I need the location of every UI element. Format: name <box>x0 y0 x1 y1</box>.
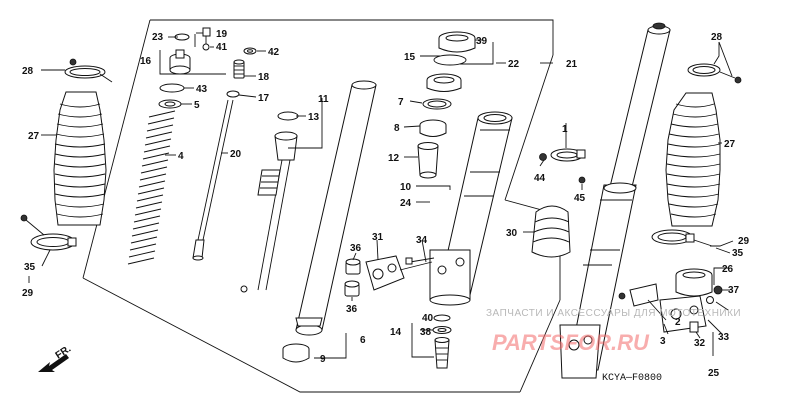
fork-inner-tube <box>295 80 377 336</box>
front-marker-label: FR. <box>54 343 74 361</box>
callout-5: 5 <box>194 100 200 111</box>
protector-small-2 <box>618 283 659 307</box>
center-bolt-14 <box>434 337 450 369</box>
spring-collar <box>158 99 182 109</box>
callout-39: 39 <box>476 36 488 47</box>
watermark-line1: ЗАПЧАСТИ И АКСЕССУАРЫ ДЛЯ МОТОТЕХНИКИ <box>486 308 741 319</box>
callout-21: 21 <box>566 59 578 70</box>
callout-9: 9 <box>320 354 326 365</box>
boot-band-bottom-left <box>20 214 77 251</box>
callout-36-bottom: 36 <box>346 304 358 315</box>
boot-clamp-top-right <box>687 63 742 84</box>
callout-30: 30 <box>506 228 518 239</box>
callout-6: 6 <box>360 335 366 346</box>
guide-clamp-1 <box>550 148 586 162</box>
callout-41: 41 <box>216 42 228 53</box>
callout-24: 24 <box>400 198 412 209</box>
callout-32: 32 <box>694 338 706 349</box>
diagram-code: KCYA—F0800 <box>602 373 662 384</box>
bolt-45 <box>578 176 586 184</box>
stopper-ring <box>433 54 467 66</box>
back-up-ring <box>422 98 452 110</box>
washer-42 <box>243 47 257 55</box>
callout-25: 25 <box>708 368 720 379</box>
axle-holder <box>365 255 433 291</box>
dust-seal <box>438 31 476 53</box>
spring-washer <box>159 83 185 93</box>
callout-11: 11 <box>318 94 329 105</box>
rebound-adjuster <box>226 59 245 98</box>
fork-assembly-right <box>559 22 671 379</box>
callout-40: 40 <box>422 313 434 324</box>
callout-26: 26 <box>722 264 734 275</box>
callout-17: 17 <box>258 93 270 104</box>
callout-45: 45 <box>574 193 586 204</box>
callout-44: 44 <box>534 173 546 184</box>
callout-23: 23 <box>152 32 164 43</box>
stud-34 <box>405 257 435 265</box>
callout-16: 16 <box>140 56 152 67</box>
callout-29-right: 29 <box>738 236 750 247</box>
bolt-32 <box>689 321 699 333</box>
leader-lines <box>28 32 734 359</box>
damper-rod <box>192 99 234 261</box>
slide-bushing-12 <box>417 142 439 179</box>
damper-cartridge <box>240 111 299 293</box>
callout-35-right: 35 <box>732 248 744 259</box>
callout-18: 18 <box>258 72 270 83</box>
washer-38 <box>432 326 452 334</box>
callout-8: 8 <box>394 123 400 134</box>
nut-36-bottom <box>344 280 360 297</box>
callout-15: 15 <box>404 52 416 63</box>
callout-28-left: 28 <box>22 66 34 77</box>
callout-31: 31 <box>372 232 384 243</box>
boot-band-bottom-right <box>651 229 713 247</box>
nut-36-top <box>345 258 361 275</box>
boot-clamp-top-left <box>64 58 113 83</box>
callout-19: 19 <box>216 29 228 40</box>
callout-27-right: 27 <box>724 139 736 150</box>
callout-2: 2 <box>675 317 681 328</box>
callout-3: 3 <box>660 336 666 347</box>
fork-boot-right <box>665 92 721 227</box>
callout-20: 20 <box>230 149 242 160</box>
callout-43: 43 <box>196 84 208 95</box>
callout-22: 22 <box>508 59 520 70</box>
bolt-44 <box>539 153 547 161</box>
watermark: ЗАПЧАСТИ И АКСЕССУАРЫ ДЛЯ МОТОТЕХНИКИ PA… <box>486 308 741 355</box>
callout-37: 37 <box>728 285 740 296</box>
adjuster-bolt <box>202 27 211 51</box>
fork-outer-tube-left <box>429 111 513 306</box>
callout-10: 10 <box>400 182 412 193</box>
callout-35-left: 35 <box>24 262 36 273</box>
axle-holder-right-26 <box>675 268 713 297</box>
callout-27-left: 27 <box>28 131 40 142</box>
callout-36-top: 36 <box>350 243 362 254</box>
cap-bracket-lines <box>159 34 226 75</box>
fork-cap-bolt <box>169 49 191 75</box>
washer-40 <box>433 314 451 322</box>
front-direction-arrow-icon: FR. <box>38 343 73 372</box>
callout-33: 33 <box>718 332 730 343</box>
callout-34: 34 <box>416 235 428 246</box>
callout-4: 4 <box>178 151 184 162</box>
callout-14: 14 <box>390 327 402 338</box>
callout-7: 7 <box>398 97 404 108</box>
guide-bushing <box>419 119 447 137</box>
callout-38: 38 <box>420 327 432 338</box>
oil-seal <box>426 73 462 92</box>
callout-29-left: 29 <box>22 288 34 299</box>
watermark-line2: PARTSFOR.RU <box>492 330 650 355</box>
fork-boot-left <box>53 91 107 226</box>
callout-42: 42 <box>268 47 280 58</box>
fork-protector-30 <box>531 205 571 258</box>
fork-spring <box>127 110 176 265</box>
callout-13: 13 <box>308 112 320 123</box>
callout-12: 12 <box>388 153 400 164</box>
slide-bushing-9 <box>282 343 310 363</box>
callout-28-right: 28 <box>711 32 723 43</box>
callout-labels: 23 19 41 42 16 18 43 17 5 11 13 4 20 28 … <box>22 29 750 379</box>
callout-1: 1 <box>562 124 568 135</box>
